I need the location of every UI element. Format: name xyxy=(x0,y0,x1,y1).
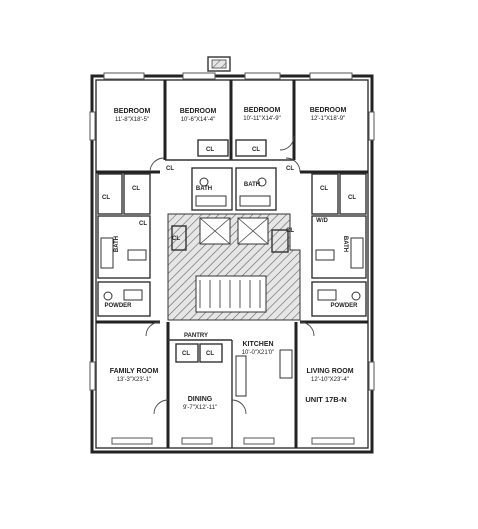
side-windows xyxy=(89,111,375,391)
bedroom-walls xyxy=(96,80,368,174)
room-living: LIVING ROOM 12'-10"X23'-4" xyxy=(306,368,353,383)
svg-text:CL: CL xyxy=(286,228,294,234)
svg-text:CL: CL xyxy=(172,236,180,242)
svg-text:CL: CL xyxy=(252,147,260,153)
svg-text:DINING: DINING xyxy=(188,396,213,403)
svg-text:POWDER: POWDER xyxy=(105,303,133,309)
svg-text:CL: CL xyxy=(348,195,356,201)
svg-text:LIVING ROOM: LIVING ROOM xyxy=(306,368,353,375)
svg-text:10'-6"X14'-4": 10'-6"X14'-4" xyxy=(181,117,216,123)
svg-text:9'-7"X12'-11": 9'-7"X12'-11" xyxy=(183,405,217,411)
room-bedroom-3: BEDROOM 10'-11"X14'-9" xyxy=(243,107,280,122)
room-bedroom-1: BEDROOM 11'-8"X18'-5" xyxy=(114,108,151,123)
svg-text:FAMILY ROOM: FAMILY ROOM xyxy=(110,368,159,375)
center-bathrooms xyxy=(191,167,277,211)
svg-text:CL: CL xyxy=(320,186,328,192)
building-core xyxy=(167,213,301,321)
svg-text:BEDROOM: BEDROOM xyxy=(244,107,281,114)
svg-text:13'-3"X23'-1": 13'-3"X23'-1" xyxy=(117,377,152,383)
svg-text:CL: CL xyxy=(166,166,174,172)
svg-text:BATH: BATH xyxy=(342,236,348,252)
room-bedroom-2: BEDROOM 10'-6"X14'-4" xyxy=(180,108,217,123)
svg-text:CL: CL xyxy=(102,195,110,201)
svg-text:CL: CL xyxy=(286,166,294,172)
powder-labels: POWDER POWDER xyxy=(105,303,359,309)
right-wing xyxy=(311,173,367,317)
svg-text:POWDER: POWDER xyxy=(331,303,359,309)
svg-text:BEDROOM: BEDROOM xyxy=(180,108,217,115)
chimney xyxy=(207,56,231,72)
unit-label: UNIT 17B-N xyxy=(305,395,346,404)
bath-labels: BATH BATH BATH BATH xyxy=(114,182,348,252)
svg-text:BATH: BATH xyxy=(114,236,120,252)
svg-text:BEDROOM: BEDROOM xyxy=(310,107,347,114)
svg-text:12'-1"X18'-9": 12'-1"X18'-9" xyxy=(311,116,346,122)
room-family: FAMILY ROOM 13'-3"X23'-1" xyxy=(110,368,159,383)
svg-text:BEDROOM: BEDROOM xyxy=(114,108,151,115)
room-bedroom-4: BEDROOM 12'-1"X18'-9" xyxy=(310,107,347,122)
svg-text:10'-11"X14'-9": 10'-11"X14'-9" xyxy=(243,116,280,122)
door-swings xyxy=(145,135,315,415)
pantry-label: PANTRY xyxy=(184,333,208,339)
svg-text:BATH: BATH xyxy=(196,186,212,192)
svg-text:CL: CL xyxy=(206,147,214,153)
svg-text:10'-0"X21'0": 10'-0"X21'0" xyxy=(242,350,275,356)
room-dining: DINING 9'-7"X12'-11" xyxy=(183,396,217,411)
top-windows xyxy=(103,72,353,80)
top-closets xyxy=(197,139,267,157)
closet-labels: CL CL CL CL CL CL CL CL CL CL CL CL CL xyxy=(102,147,356,357)
svg-text:KITCHEN: KITCHEN xyxy=(242,341,273,348)
svg-text:CL: CL xyxy=(182,351,190,357)
svg-text:CL: CL xyxy=(132,186,140,192)
svg-text:12'-10"X23'-4": 12'-10"X23'-4" xyxy=(311,377,349,383)
lower-walls xyxy=(96,320,368,448)
svg-text:11'-8"X18'-5": 11'-8"X18'-5" xyxy=(115,117,149,123)
svg-text:CL: CL xyxy=(206,351,214,357)
bottom-windows xyxy=(111,437,355,445)
left-wing xyxy=(97,173,151,317)
wd-label: W/D xyxy=(316,218,328,224)
svg-text:CL: CL xyxy=(139,221,147,227)
svg-text:BATH: BATH xyxy=(244,182,260,188)
room-kitchen: KITCHEN 10'-0"X21'0" xyxy=(242,341,275,356)
